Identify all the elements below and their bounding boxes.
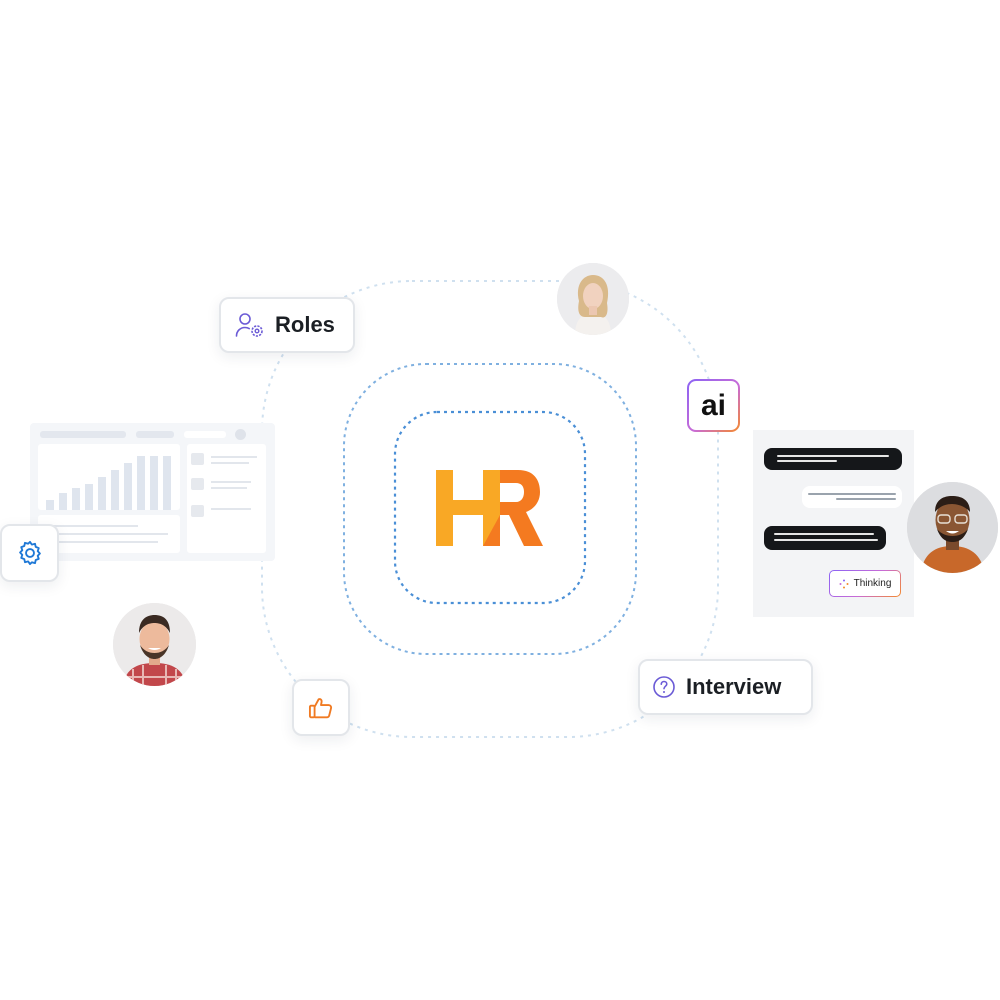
- thumbs-up-icon: [308, 697, 333, 718]
- ai-badge[interactable]: ai: [687, 379, 740, 432]
- question-circle-icon: [653, 676, 675, 698]
- chat-bubble-received: [764, 526, 886, 550]
- approve-tile[interactable]: [292, 679, 350, 736]
- interview-pill[interactable]: Interview: [638, 659, 813, 715]
- ai-label: ai: [689, 381, 738, 430]
- chat-bubble-received: [764, 448, 902, 470]
- thinking-indicator: Thinking: [829, 570, 901, 597]
- interview-label: Interview: [686, 674, 782, 699]
- thinking-label: Thinking: [853, 578, 892, 589]
- roles-pill[interactable]: Roles: [219, 297, 355, 353]
- chart-panel: [38, 444, 180, 510]
- dashboard-preview: [30, 423, 275, 561]
- settings-tile[interactable]: [0, 524, 59, 582]
- gear-icon: [18, 540, 41, 566]
- hr-logo: [436, 470, 544, 546]
- chat-bubble-sent: [802, 486, 902, 508]
- avatar-man-glasses: [907, 482, 998, 573]
- user-gear-icon: [235, 313, 263, 337]
- avatar-man-plaid: [113, 603, 196, 686]
- middle-ring: [343, 363, 637, 655]
- avatar-woman: [557, 263, 629, 335]
- roles-label: Roles: [275, 312, 335, 337]
- sparkle-icon: [839, 579, 849, 588]
- list-panel: [187, 444, 266, 553]
- inner-ring: [393, 410, 587, 605]
